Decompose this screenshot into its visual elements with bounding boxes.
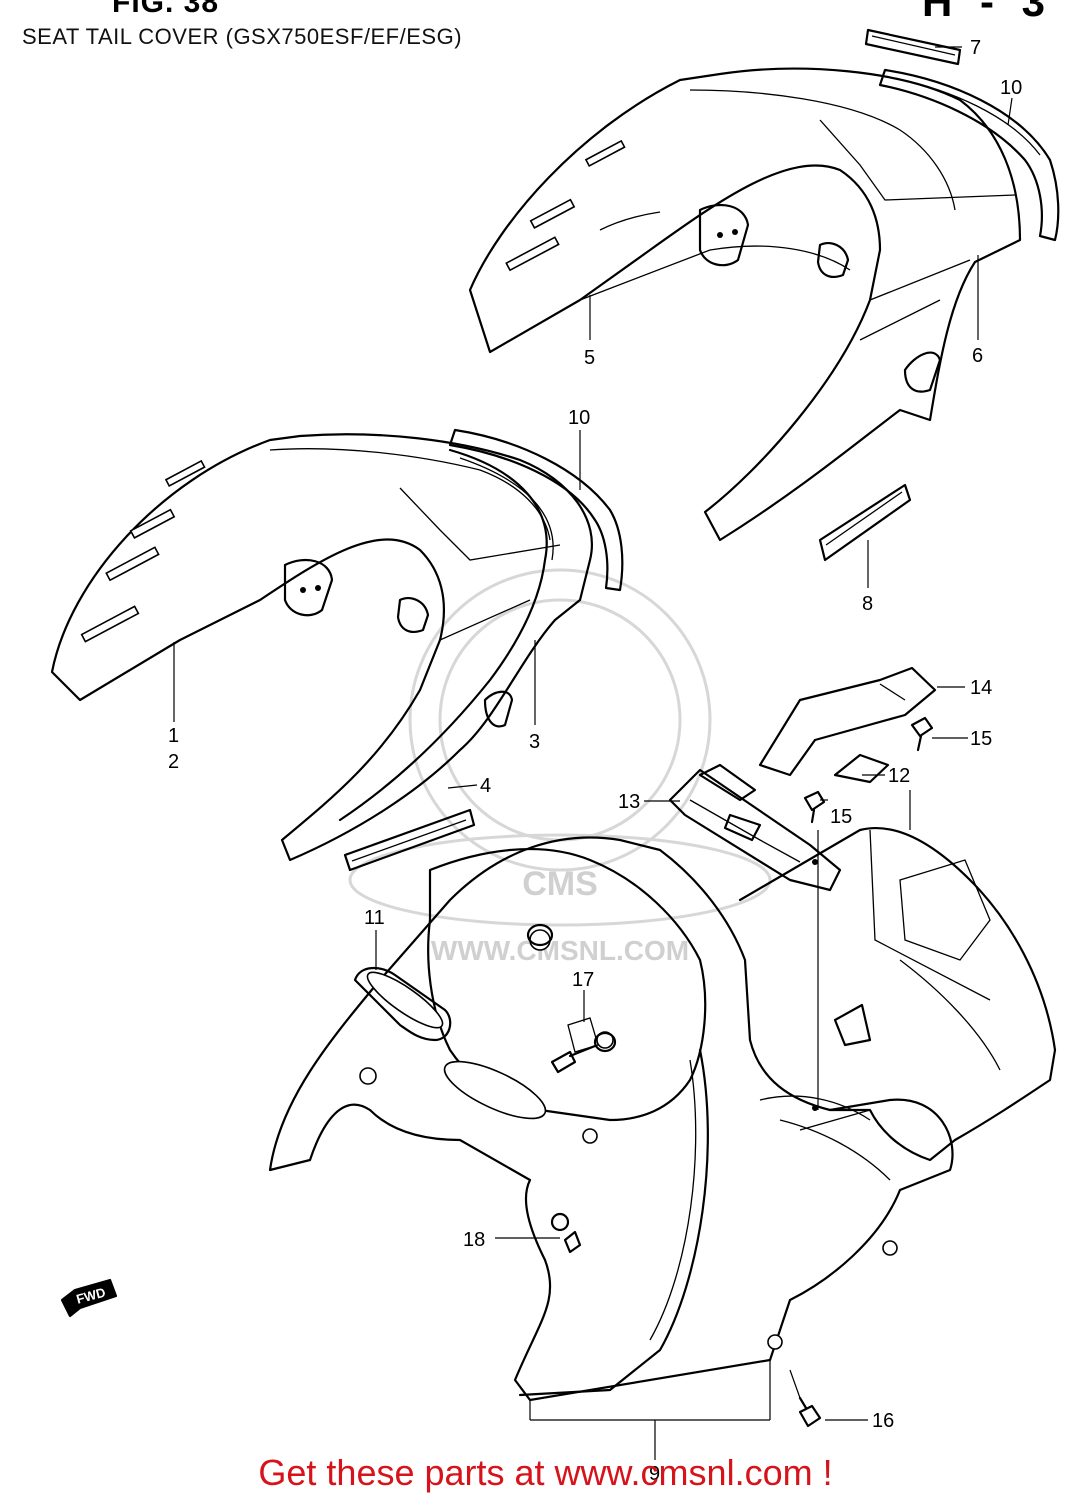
- forward-direction-badge: FWD: [60, 1278, 118, 1318]
- upper-tail-cover-part-5-6: [468, 28, 1060, 542]
- callout-1: 1: [168, 725, 179, 747]
- figure-subtitle: SEAT TAIL COVER (GSX750ESF/EF/ESG): [22, 24, 463, 49]
- footer-link-text[interactable]: Get these parts at www.cmsnl.com !: [258, 1452, 833, 1493]
- screw-16: [798, 1396, 822, 1428]
- bolt-15-lower: [803, 790, 826, 824]
- callout-15-right: 15: [970, 728, 992, 750]
- leader-lines: [173, 46, 1013, 1460]
- callout-16: 16: [872, 1410, 894, 1432]
- callout-10-upper: 10: [1000, 77, 1022, 99]
- callout-17: 17: [572, 969, 594, 991]
- bolt-15-upper: [910, 716, 934, 752]
- fwd-label: FWD: [75, 1285, 107, 1307]
- watermark-brand: CMS: [522, 865, 598, 903]
- screw-18: [550, 1212, 582, 1254]
- callout-labels: 7 10 5 6 10 8 1 2 3 4 14 15 13 12 15 11 …: [168, 37, 1022, 1485]
- callout-6: 6: [972, 345, 983, 367]
- callout-18: 18: [463, 1229, 485, 1251]
- callout-2: 2: [168, 751, 179, 773]
- callout-9: 9: [649, 1463, 660, 1485]
- callout-8: 8: [862, 593, 873, 615]
- callout-13: 13: [618, 791, 640, 813]
- callout-11: 11: [364, 907, 385, 929]
- cms-watermark: CMS WWW.CMSNL.COM: [348, 568, 772, 966]
- callout-3: 3: [529, 731, 540, 753]
- grommet-17: [526, 923, 617, 1074]
- callout-7: 7: [970, 37, 981, 59]
- callout-10-lower: 10: [568, 407, 590, 429]
- callout-14: 14: [970, 677, 992, 699]
- callout-5: 5: [584, 347, 595, 369]
- middle-tail-cover-part-1-2-3: [50, 428, 912, 872]
- callout-15-center: 15: [830, 806, 852, 828]
- lower-tail-frame-part-9: [268, 666, 1057, 1428]
- callout-12: 12: [888, 765, 910, 787]
- figure-corner-mark: H - 3: [922, 0, 1054, 25]
- watermark-site: WWW.CMSNL.COM: [431, 935, 689, 966]
- callout-4: 4: [480, 775, 491, 797]
- figure-number: FIG. 38: [112, 0, 220, 19]
